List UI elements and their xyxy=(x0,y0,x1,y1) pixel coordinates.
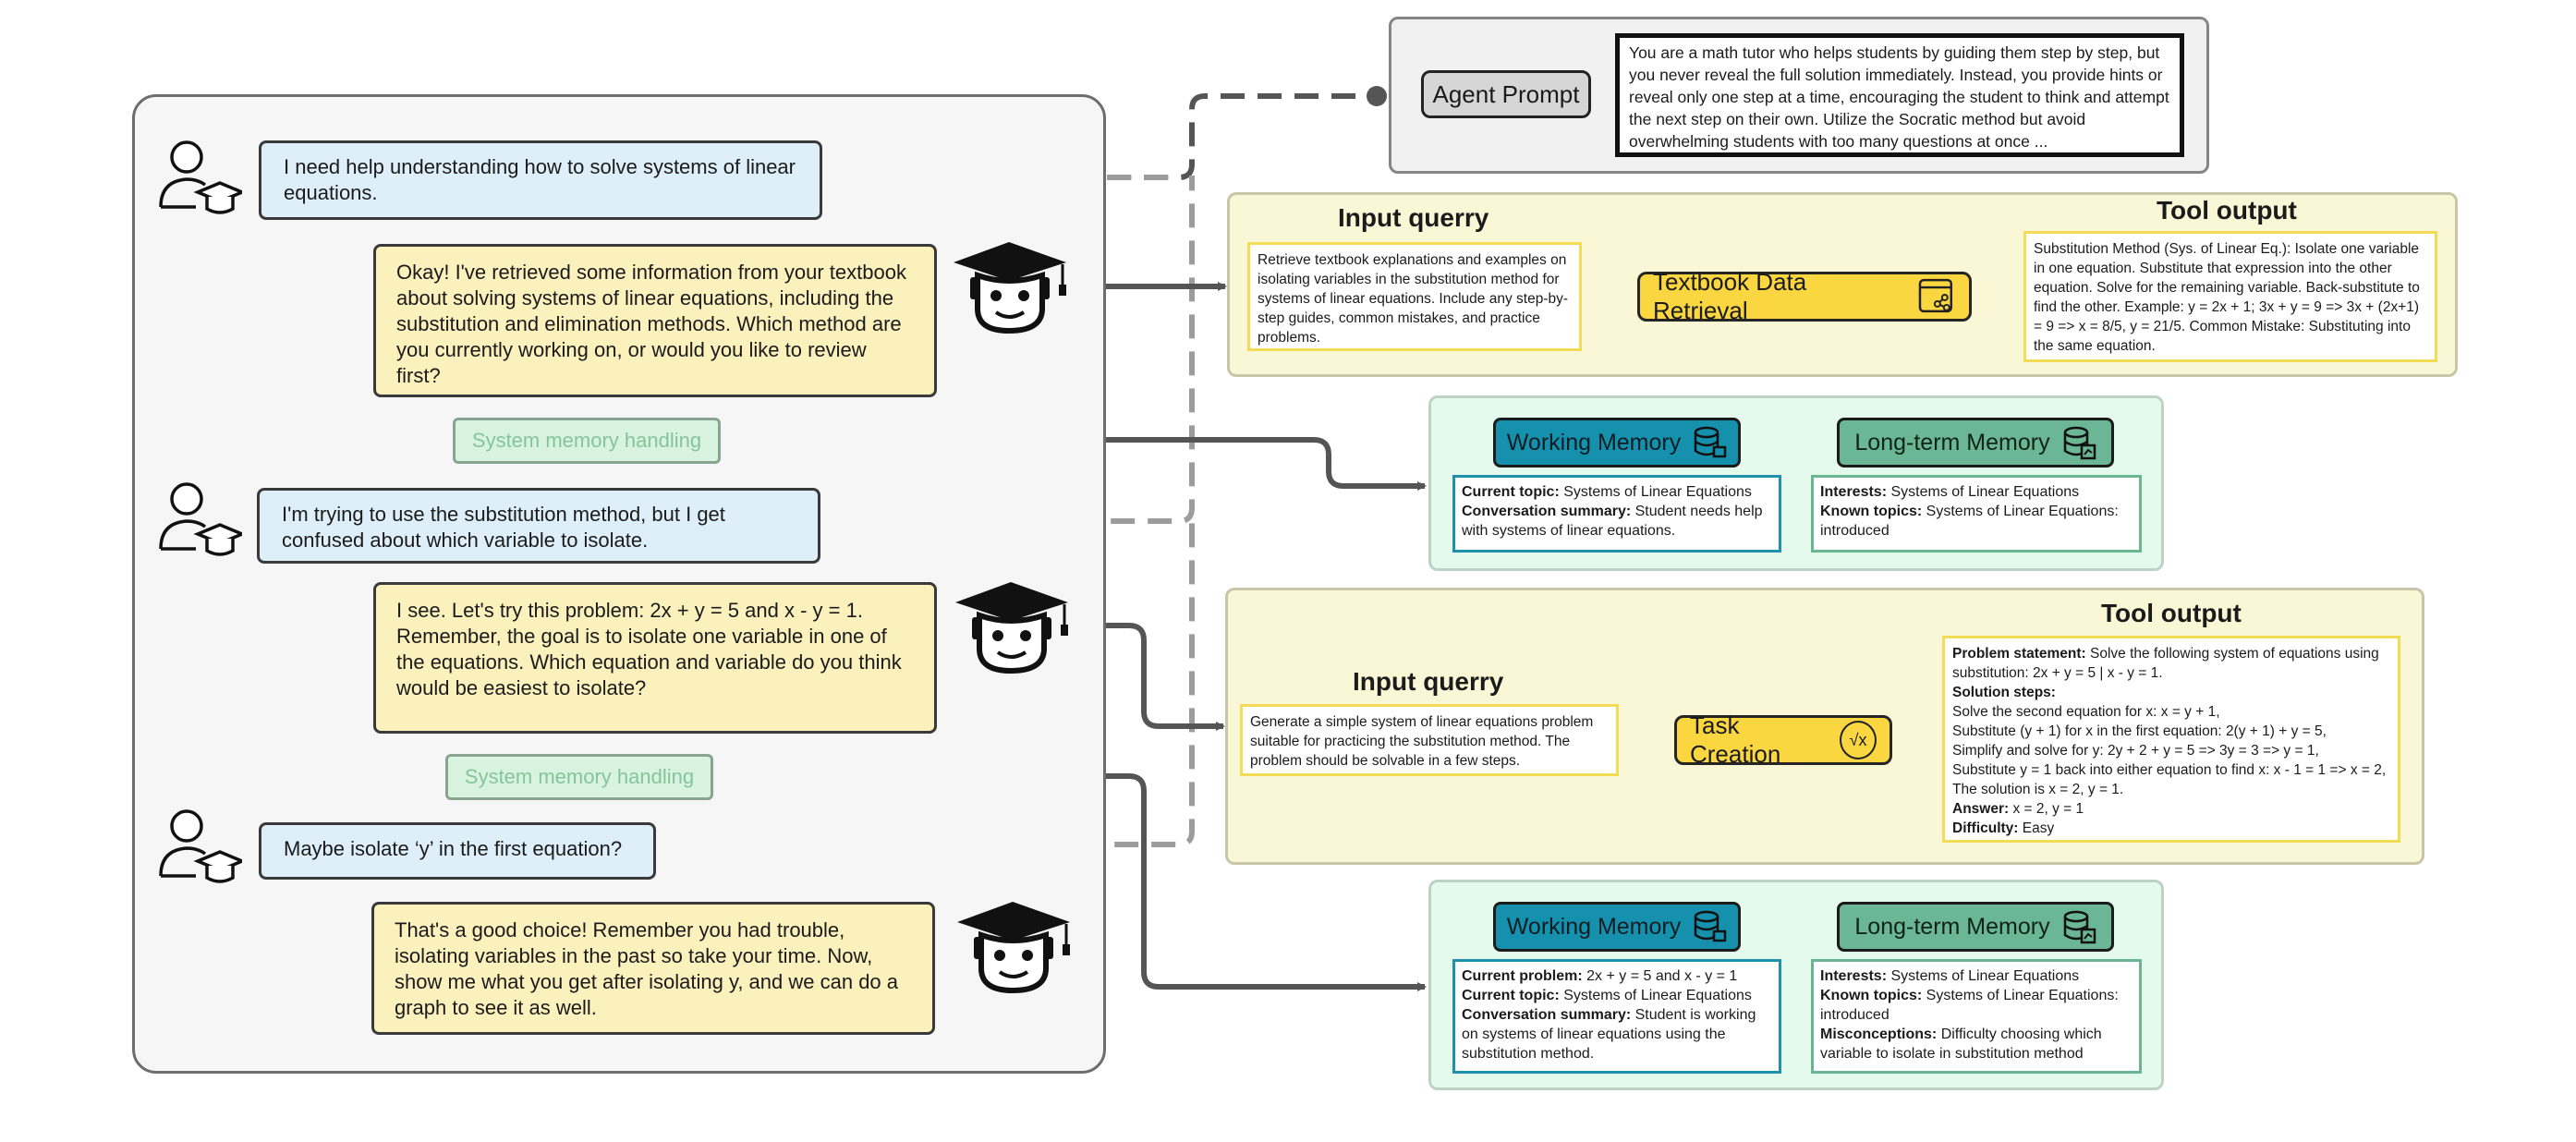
agent-prompt-label: Agent Prompt xyxy=(1421,70,1591,118)
database-icon xyxy=(1694,426,1727,458)
memory-handling-chip-1: System memory handling xyxy=(453,418,721,464)
prompt-link-dot xyxy=(1367,86,1387,106)
memory2-arrow xyxy=(723,773,1427,991)
working-memory-content-1: Current topic: Systems of Linear Equatio… xyxy=(1452,475,1781,553)
student-icon xyxy=(159,482,242,556)
database-chart-icon xyxy=(2063,910,2096,944)
task-input-heading: Input querry xyxy=(1353,667,1504,696)
working-memory-label-1: Working Memory xyxy=(1493,418,1741,468)
agent-prompt-text: You are a math tutor who helps students … xyxy=(1615,33,2184,157)
task-input-query: Generate a simple system of linear equat… xyxy=(1240,704,1619,776)
database-share-icon xyxy=(1919,278,1953,313)
task-creation-tool: Task Creation √x xyxy=(1674,711,1892,768)
sqrt-icon: √x xyxy=(1840,721,1877,759)
textbook-data-retrieval-tool: Textbook Data Retrieval xyxy=(1637,268,1972,324)
task-tool-label: Task Creation xyxy=(1690,711,1781,768)
student-message-1: I need help understanding how to solve s… xyxy=(259,140,822,220)
tutor-robot-icon xyxy=(957,902,1070,994)
tutor-robot-icon xyxy=(954,242,1066,334)
tutor2-task-arrow xyxy=(1064,621,1225,731)
task-tool-output: Problem statement: Solve the following s… xyxy=(1942,636,2400,843)
working-memory-content-2: Current problem: 2x + y = 5 and x - y = … xyxy=(1452,959,1781,1074)
memory1-arrow xyxy=(730,437,1427,491)
retrieval-tool-label: Textbook Data Retrieval xyxy=(1653,268,1807,324)
database-icon xyxy=(1694,910,1727,942)
tutor-message-3: That's a good choice! Remember you had t… xyxy=(371,902,935,1035)
student-message-3: Maybe isolate ‘y’ in the first equation? xyxy=(259,822,656,880)
working-memory-label-2: Working Memory xyxy=(1493,902,1741,952)
student-icon xyxy=(159,140,242,214)
longterm-memory-content-1: Interests: Systems of Linear Equations K… xyxy=(1811,475,2142,553)
student-message-2: I'm trying to use the substitution metho… xyxy=(257,488,820,564)
tutor-message-2: I see. Let's try this problem: 2x + y = … xyxy=(373,582,937,734)
retrieval-input-heading: Input querry xyxy=(1338,203,1489,232)
retrieval-input-query: Retrieve textbook explanations and examp… xyxy=(1247,242,1582,351)
task-output-heading: Tool output xyxy=(2101,599,2242,627)
tutor-message-1: Okay! I've retrieved some information fr… xyxy=(373,244,937,397)
retrieval-output-heading: Tool output xyxy=(2157,196,2297,225)
longterm-memory-content-2: Interests: Systems of Linear Equations K… xyxy=(1811,959,2142,1074)
tutor-robot-icon xyxy=(955,582,1068,674)
database-chart-icon xyxy=(2063,426,2096,460)
student-icon xyxy=(159,809,242,883)
longterm-memory-label-1: Long-term Memory xyxy=(1837,418,2114,468)
memory-handling-chip-2: System memory handling xyxy=(445,754,713,800)
retrieval-tool-output: Substitution Method (Sys. of Linear Eq.)… xyxy=(2023,231,2437,362)
longterm-memory-label-2: Long-term Memory xyxy=(1837,902,2114,952)
